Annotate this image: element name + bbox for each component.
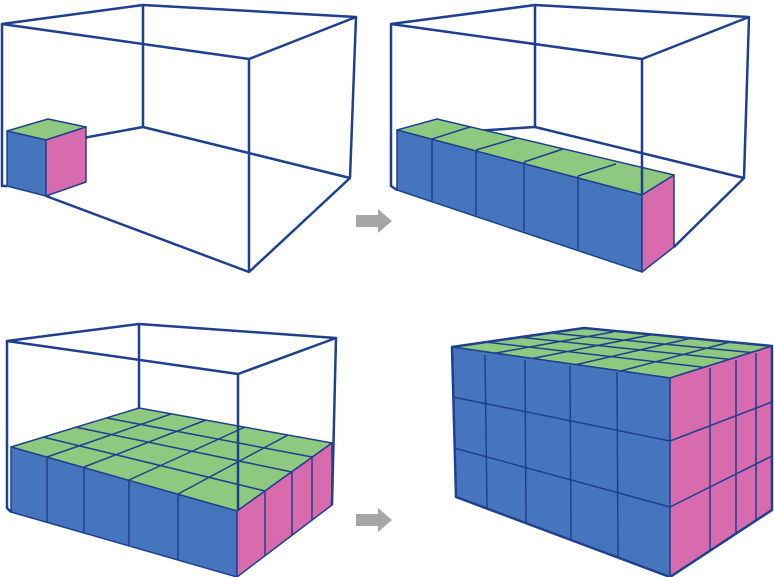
right-arrow-icon <box>356 209 392 233</box>
filled-box <box>451 327 773 577</box>
unit-cube <box>6 118 87 197</box>
cube-layer <box>10 407 333 577</box>
layer-front-face <box>10 446 238 577</box>
right-arrow-icon <box>356 508 392 532</box>
cube-side-face <box>45 126 87 197</box>
